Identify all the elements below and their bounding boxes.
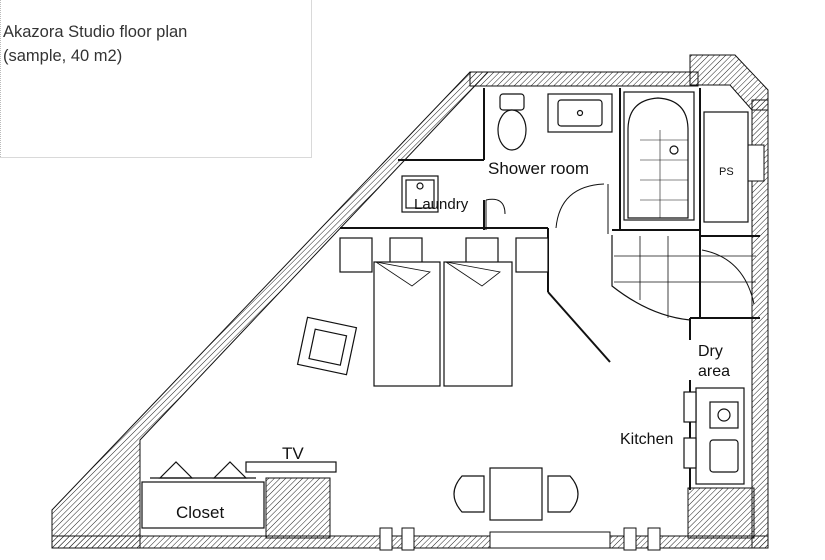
entrance-tiles bbox=[614, 236, 756, 318]
dining-set bbox=[453, 467, 579, 521]
beds bbox=[339, 237, 549, 387]
label-dry: Dry bbox=[698, 343, 723, 360]
toilet bbox=[497, 93, 527, 151]
closet-block bbox=[141, 461, 265, 529]
label-closet: Closet bbox=[176, 503, 224, 522]
bathtub bbox=[623, 91, 695, 221]
laundry-machine bbox=[401, 175, 439, 213]
label-kitchen: Kitchen bbox=[620, 431, 673, 448]
ps-shaft bbox=[703, 111, 749, 223]
kitchen-counter bbox=[683, 387, 745, 485]
tv-stand bbox=[245, 461, 337, 473]
label-shower-room: Shower room bbox=[488, 159, 589, 178]
plan-caption: Akazora Studio floor plan (sample, 40 m2… bbox=[0, 0, 312, 158]
doors bbox=[485, 183, 755, 321]
label-tv: TV bbox=[282, 444, 304, 463]
label-ps: PS bbox=[719, 166, 734, 178]
armchair bbox=[296, 316, 358, 376]
label-laundry: Laundry bbox=[414, 196, 469, 213]
sink bbox=[547, 93, 613, 133]
label-area: area bbox=[698, 363, 730, 380]
caption-title: Akazora Studio floor plan bbox=[3, 23, 188, 41]
interior-walls bbox=[340, 88, 760, 490]
caption-subtitle: (sample, 40 m2) bbox=[3, 47, 123, 65]
